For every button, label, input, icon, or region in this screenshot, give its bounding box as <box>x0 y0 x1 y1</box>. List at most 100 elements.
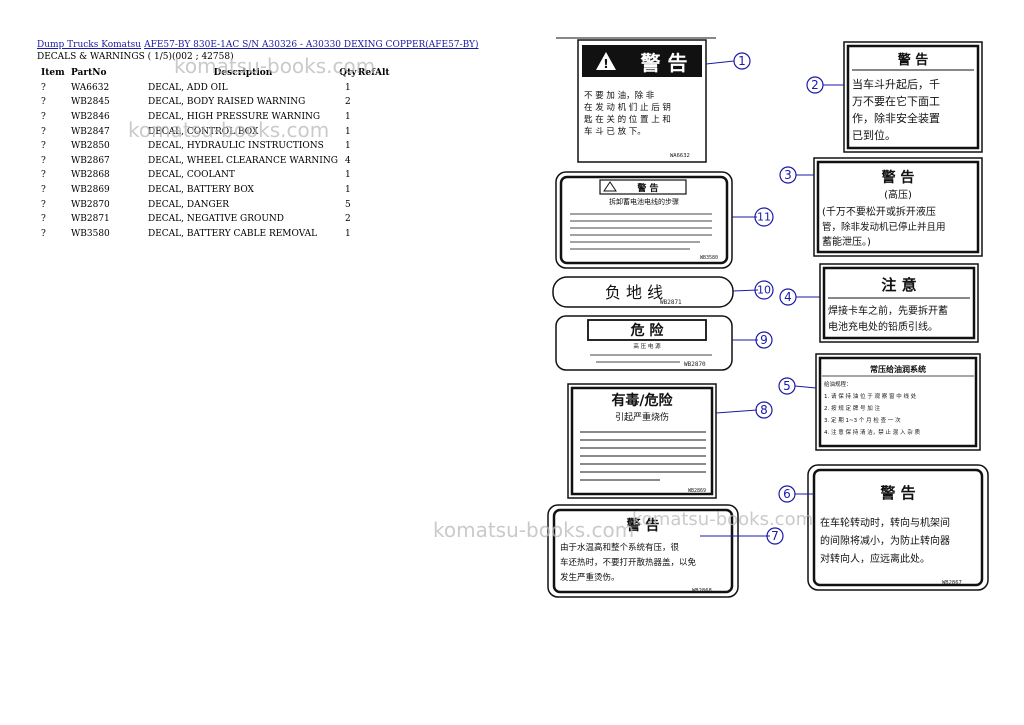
callout-6[interactable]: 6 <box>778 485 796 503</box>
cell-qty: 1 <box>345 228 351 239</box>
cell-item: ? <box>41 141 46 152</box>
cell-description: DECAL, COOLANT <box>148 170 235 181</box>
decal6-line: 对转向人，应远离此处。 <box>820 552 930 565</box>
callout-9[interactable]: 9 <box>755 331 773 349</box>
decal-control-box: 注 意 焊接卡车之前，先要拆开蓄 电池充电处的铅质引线。 <box>819 263 979 343</box>
watermark: komatsu-books.com <box>433 518 635 542</box>
cell-item: ? <box>41 228 46 239</box>
decal3-title: 警 告 <box>882 169 915 186</box>
page-subtitle: DECALS & WARNINGS ( 1/5)(002 ; 42758) <box>37 52 234 62</box>
cell-description: DECAL, WHEEL CLEARANCE WARNING <box>148 155 338 166</box>
callout-7-label: 7 <box>771 529 779 543</box>
cell-description: DECAL, BATTERY BOX <box>148 185 254 196</box>
breadcrumb-link-model[interactable]: AFE57-BY 830E-1AC S/N A30326 - A30330 DE… <box>144 40 479 50</box>
decal2-line: 已到位。 <box>852 128 896 142</box>
decal-danger: 危 险 高 压 电 源 WB2870 <box>555 315 733 371</box>
watermark: komatsu-books.com <box>632 509 814 530</box>
cell-item: ? <box>41 155 46 166</box>
decal1-title: 警 告 <box>641 51 688 75</box>
decal6-title: 警 告 <box>879 484 915 502</box>
decal3-subtitle: (高压) <box>884 188 912 201</box>
callout-7[interactable]: 7 <box>766 527 784 545</box>
decal10-text: 负 地 线 <box>605 283 663 302</box>
cell-description: DECAL, HYDRAULIC INSTRUCTIONS <box>148 141 324 152</box>
cell-qty: 1 <box>345 126 351 137</box>
cell-partno: WB2850 <box>71 141 110 152</box>
decal7-line: 车还热时，不要打开散热器盖，以免 <box>560 557 697 568</box>
decal9-code: WB2870 <box>684 361 706 368</box>
decal5-line: 3. 定 期 1~3 个 月 检 查 一 次 <box>824 416 901 424</box>
cell-partno: WB2867 <box>71 155 110 166</box>
decal-body-raised: 警 告 当车斗升起后，千 万不要在它下面工 作，除非安全装置 已到位。 <box>843 41 983 153</box>
callout-8[interactable]: 8 <box>755 401 773 419</box>
header-alt: Alt <box>375 68 390 79</box>
header-partno: PartNo <box>71 68 107 79</box>
decal-wheel-clearance: 警 告 在车轮转动时，转向与机架间 的间隙将减小，为防止转向器 对转向人，应远离… <box>807 464 989 591</box>
callout-2[interactable]: 2 <box>806 76 824 94</box>
decal11-title: 警 告 <box>637 182 658 194</box>
decal6-line: 的间隙将减小，为防止转向器 <box>820 534 950 547</box>
cell-description: DECAL, CONTROL BOX <box>148 126 259 137</box>
decal-add-oil: ! 警 告 不 要 加 油，除 非 在 发 动 机 们 止 后 钥 匙 在 关 … <box>577 39 707 163</box>
callout-2-label: 2 <box>811 78 819 92</box>
decal1-line: 在 发 动 机 们 止 后 钥 <box>584 102 671 113</box>
warning-triangle-icon <box>603 181 617 192</box>
warning-triangle-icon <box>596 52 616 70</box>
callout-5[interactable]: 5 <box>778 377 796 395</box>
decal8-code: WB2869 <box>688 488 706 494</box>
decal2-title: 警 告 <box>898 52 929 68</box>
header-description: Description <box>213 68 273 79</box>
callout-10[interactable]: 10 <box>754 280 774 300</box>
decal3-line: 蓄能泄压。) <box>822 235 871 248</box>
cell-partno: WB2869 <box>71 185 110 196</box>
cell-item: ? <box>41 170 46 181</box>
callout-4-label: 4 <box>784 290 792 304</box>
decal-high-pressure: 警 告 (高压) (千万不要松开或拆开液压 管，除非发动机已停止并且用 蓄能泄压… <box>813 157 983 257</box>
decal4-title: 注 意 <box>881 276 916 294</box>
cell-item: ? <box>41 82 46 93</box>
cell-partno: WB2871 <box>71 214 110 225</box>
breadcrumb-link-category[interactable]: Dump Trucks Komatsu <box>37 40 142 50</box>
decal3-line: (千万不要松开或拆开液压 <box>822 205 936 218</box>
decal1-line: 不 要 加 油，除 非 <box>584 90 655 101</box>
callout-leaders <box>700 60 844 537</box>
callout-11[interactable]: 11 <box>754 207 774 227</box>
callout-1-label: 1 <box>738 54 746 68</box>
cell-qty: 1 <box>345 112 351 123</box>
callout-11-label: 11 <box>757 211 771 224</box>
cell-qty: 1 <box>345 185 351 196</box>
decal8-subtitle: 引起严重烧伤 <box>615 411 669 423</box>
decal2-line: 万不要在它下面工 <box>852 94 940 108</box>
callout-3[interactable]: 3 <box>779 166 797 184</box>
cell-partno: WB2845 <box>71 97 110 108</box>
table-row: ? WB2846 DECAL, HIGH PRESSURE WARNING 1 <box>37 110 395 125</box>
cell-partno: WA6632 <box>71 82 110 93</box>
cell-item: ? <box>41 97 46 108</box>
callout-1[interactable]: 1 <box>733 52 751 70</box>
cell-description: DECAL, DANGER <box>148 199 229 210</box>
cell-item: ? <box>41 112 46 123</box>
decal4-line: 焊接卡车之前，先要拆开蓄 <box>828 304 948 317</box>
decal-hydraulic-instructions: 常压给油润系统 给油规程： 1. 请 保 持 油 位 于 观 察 窗 中 线 处… <box>815 353 981 451</box>
cell-partno: WB2868 <box>71 170 110 181</box>
watermark: komatsu-books.com <box>128 118 330 142</box>
cell-qty: 1 <box>345 141 351 152</box>
cell-partno: WB2870 <box>71 199 110 210</box>
callout-4[interactable]: 4 <box>779 288 797 306</box>
decal11-fine-print <box>570 213 712 250</box>
cell-partno: WB2846 <box>71 112 110 123</box>
decal-negative-ground: 负 地 线 WB2871 <box>552 276 734 308</box>
decal5-line: 4. 注 意 保 持 清 洁，禁 止 混 入 杂 质 <box>824 428 920 436</box>
cell-qty: 5 <box>345 199 351 210</box>
cell-description: DECAL, HIGH PRESSURE WARNING <box>148 112 321 123</box>
decal5-line: 2. 按 规 定 牌 号 加 注 <box>824 404 880 412</box>
decal10-code: WB2871 <box>660 299 682 306</box>
